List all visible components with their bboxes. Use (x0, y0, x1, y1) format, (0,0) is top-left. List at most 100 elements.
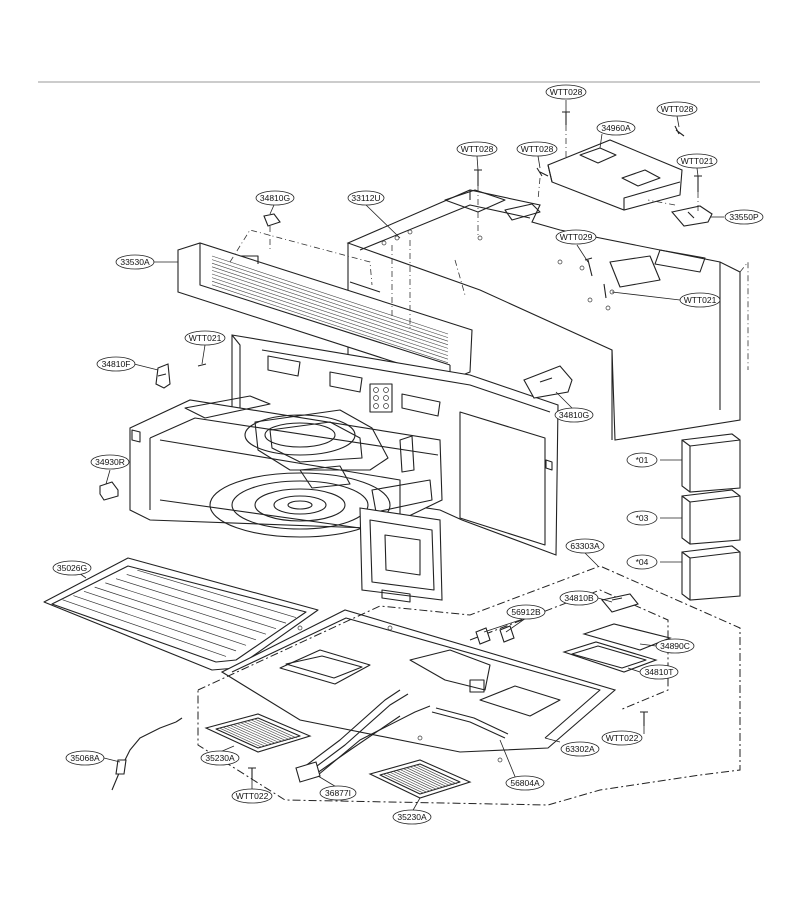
label-35230A-left: 35230A (200, 750, 240, 766)
label-wtt021-left: WTT021 (184, 330, 226, 346)
line-segment (211, 259, 449, 338)
svg-text:56912B: 56912B (511, 607, 541, 617)
svg-text:WTT022: WTT022 (606, 733, 639, 743)
svg-text:*03: *03 (636, 513, 649, 523)
svg-text:35230A: 35230A (205, 753, 235, 763)
svg-text:34810F: 34810F (102, 359, 131, 369)
grille-slats (211, 255, 449, 364)
svg-text:WTT028: WTT028 (521, 144, 554, 154)
cooking-rack-35026G (43, 557, 319, 671)
lamp-sockets-56912B (475, 625, 515, 645)
vent-grille-33530A (177, 242, 473, 381)
label-34810G-top: 34810G (255, 190, 295, 206)
label-33550P: 33550P (724, 209, 764, 225)
side-panel-assembly (359, 507, 443, 603)
carton-03 (681, 489, 741, 545)
bracket-34810F (155, 363, 207, 389)
svg-text:WTT028: WTT028 (461, 144, 494, 154)
line-segment (416, 764, 457, 785)
line-segment (399, 769, 441, 789)
label-wtt028-mid: WTT028 (516, 141, 558, 157)
label-34810B: 34810B (559, 590, 599, 606)
svg-text:34930R: 34930R (95, 457, 125, 467)
turntable (209, 414, 391, 538)
label-35230A-bottom: 35230A (392, 809, 432, 825)
label-wtt028-right: WTT028 (656, 101, 698, 117)
base-plate (220, 609, 617, 763)
label-01: *01 (626, 452, 658, 468)
line-segment (403, 768, 444, 788)
svg-text:WTT028: WTT028 (550, 87, 583, 97)
mounting-plate-34960A (547, 139, 683, 211)
clip-34930R (99, 481, 119, 501)
svg-text:35068A: 35068A (70, 753, 100, 763)
label-34810G-mid: 34810G (554, 407, 594, 423)
line-segment (222, 726, 266, 747)
label-33530A: 33530A (115, 254, 155, 270)
label-wtt022-right: WTT022 (601, 730, 643, 746)
label-33112U: 33112U (347, 190, 385, 206)
clip-34810G-mid (523, 365, 573, 399)
line-segment (115, 578, 277, 630)
clip-34810B (600, 593, 639, 613)
svg-text:35230A: 35230A (397, 812, 427, 822)
svg-text:33550P: 33550P (729, 212, 759, 222)
svg-text:WTT021: WTT021 (189, 333, 222, 343)
svg-text:*04: *04 (636, 557, 649, 567)
label-34810T: 34810T (639, 664, 679, 680)
label-63302A: 63302A (560, 741, 600, 757)
svg-text:34810G: 34810G (559, 410, 589, 420)
line-segment (211, 277, 449, 356)
svg-text:34960A: 34960A (601, 123, 631, 133)
label-35068A: 35068A (65, 750, 105, 766)
line-segment (229, 725, 273, 745)
wire-harness-36877I (295, 689, 431, 783)
svg-text:33530A: 33530A (120, 257, 150, 267)
svg-text:WTT022: WTT022 (236, 791, 269, 801)
svg-text:34890C: 34890C (660, 641, 690, 651)
line-segment (413, 765, 454, 786)
line-segment (233, 724, 276, 744)
svg-text:56804A: 56804A (510, 778, 540, 788)
label-04: *04 (626, 554, 658, 570)
label-36877I: 36877I (319, 785, 357, 801)
carton-04 (681, 545, 741, 601)
line-segment (73, 595, 237, 652)
clip-34810G-top (263, 213, 281, 252)
label-56804A: 56804A (505, 775, 545, 791)
sensor-56804A (431, 707, 509, 739)
leader-lines (71, 100, 724, 813)
screw-wtt021-right (694, 175, 702, 192)
label-56912B: 56912B (506, 604, 546, 620)
screw-wtt028-top (562, 111, 570, 125)
label-34960A: 34960A (596, 120, 636, 136)
svg-text:33112U: 33112U (351, 193, 380, 203)
filter-bottom-hatch (383, 764, 457, 794)
screw-wtt028-right (674, 125, 685, 137)
line-segment (406, 767, 447, 787)
line-segment (211, 255, 449, 335)
filter-34890C (582, 623, 672, 651)
label-35026G: 35026G (52, 560, 92, 576)
label-wtt022-left: WTT022 (231, 788, 273, 804)
line-segment (396, 770, 437, 790)
line-segment (383, 773, 424, 794)
label-03: *03 (626, 510, 658, 526)
label-34930R: 34930R (90, 454, 130, 470)
screw-wtt022-right (640, 711, 648, 726)
grease-filter-35230A-left (204, 713, 312, 753)
line-segment (94, 586, 257, 641)
line-segment (240, 722, 283, 742)
line-segment (219, 727, 262, 748)
label-wtt021-cabinet: WTT021 (679, 292, 721, 308)
svg-text:WTT021: WTT021 (681, 156, 714, 166)
label-wtt021-right: WTT021 (676, 153, 718, 169)
svg-text:63303A: 63303A (570, 541, 600, 551)
filter-left-hatch (219, 718, 297, 748)
holder-34810T (562, 641, 658, 673)
screw-wtt028-left (474, 169, 482, 186)
svg-text:34810B: 34810B (564, 593, 594, 603)
line-segment (226, 725, 269, 746)
line-segment (389, 771, 431, 792)
